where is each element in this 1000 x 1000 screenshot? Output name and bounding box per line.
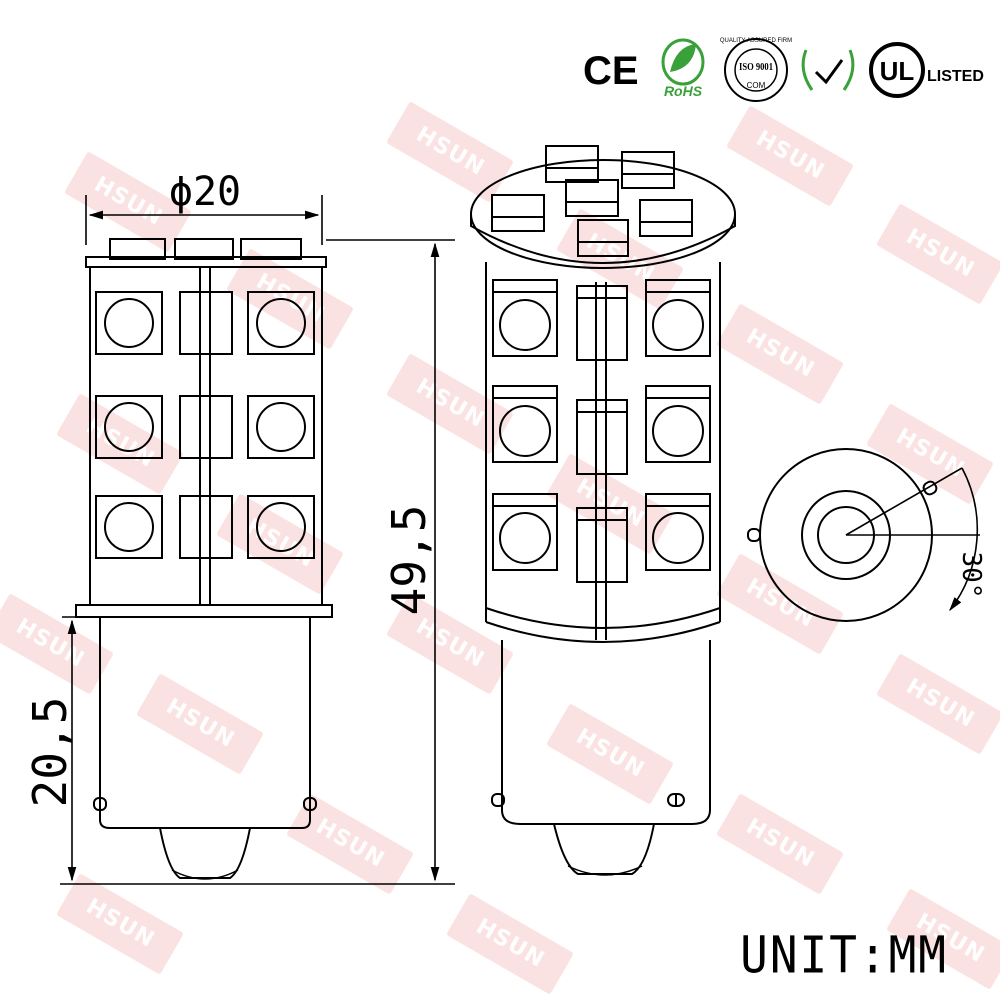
- height-dimension: [60, 239, 455, 885]
- led-row: [95, 495, 315, 559]
- top-chip: [545, 145, 599, 183]
- contact-tip: [553, 823, 655, 875]
- certification-logos: CE RoHS QUALITY ASSURED FIRM ISO 9001 CO…: [583, 38, 984, 102]
- socket-base: [501, 640, 711, 825]
- top-chip: [639, 199, 693, 237]
- base-height-dimension: [62, 616, 100, 882]
- bayonet-pin: [747, 528, 761, 542]
- bottom-plate: [75, 604, 333, 618]
- diameter-dimension: [85, 195, 323, 245]
- top-chip: [109, 238, 166, 260]
- quality-check-icon: [801, 49, 855, 91]
- height-label: 49,5: [382, 505, 436, 616]
- top-chip: [491, 194, 545, 232]
- ul-icon: UL LISTED: [869, 42, 984, 98]
- bayonet-pin: [922, 480, 938, 496]
- iso-label: ISO 9001: [739, 61, 773, 73]
- ce-mark: CE: [583, 49, 639, 93]
- socket-base: [99, 617, 311, 829]
- led-row: [492, 279, 711, 361]
- led-row: [95, 395, 315, 459]
- top-disc: [470, 159, 736, 269]
- ul-mark: UL: [880, 56, 915, 86]
- top-chip: [240, 238, 302, 260]
- contact-tip: [159, 827, 251, 879]
- led-row: [492, 493, 711, 583]
- rohs-icon: RoHS: [661, 38, 705, 99]
- top-chip: [621, 151, 675, 189]
- bayonet-pin: [491, 793, 505, 807]
- led-row: [95, 291, 315, 355]
- bayonet-pin: [303, 797, 317, 811]
- rohs-label: RoHS: [664, 83, 703, 99]
- led-row: [492, 385, 711, 475]
- top-chip: [577, 219, 629, 257]
- cap-plate: [85, 256, 327, 268]
- iso-sub-label: COM: [747, 81, 766, 90]
- bayonet-pin: [93, 797, 107, 811]
- iso-icon: QUALITY ASSURED FIRM ISO 9001 COM: [720, 38, 792, 102]
- top-chip: [565, 179, 619, 217]
- bottom-view: [747, 448, 980, 622]
- base-height-label: 20,5: [23, 697, 77, 808]
- diameter-label: ϕ20: [169, 169, 241, 215]
- iso-ring-text: QUALITY ASSURED FIRM: [720, 38, 792, 44]
- unit-label: UNIT:MM: [740, 925, 948, 985]
- top-chip: [174, 238, 234, 260]
- perspective-view: [470, 145, 736, 876]
- angle-label: 30°: [956, 552, 986, 599]
- side-view-left: [75, 238, 333, 880]
- ul-listed: LISTED: [927, 68, 984, 85]
